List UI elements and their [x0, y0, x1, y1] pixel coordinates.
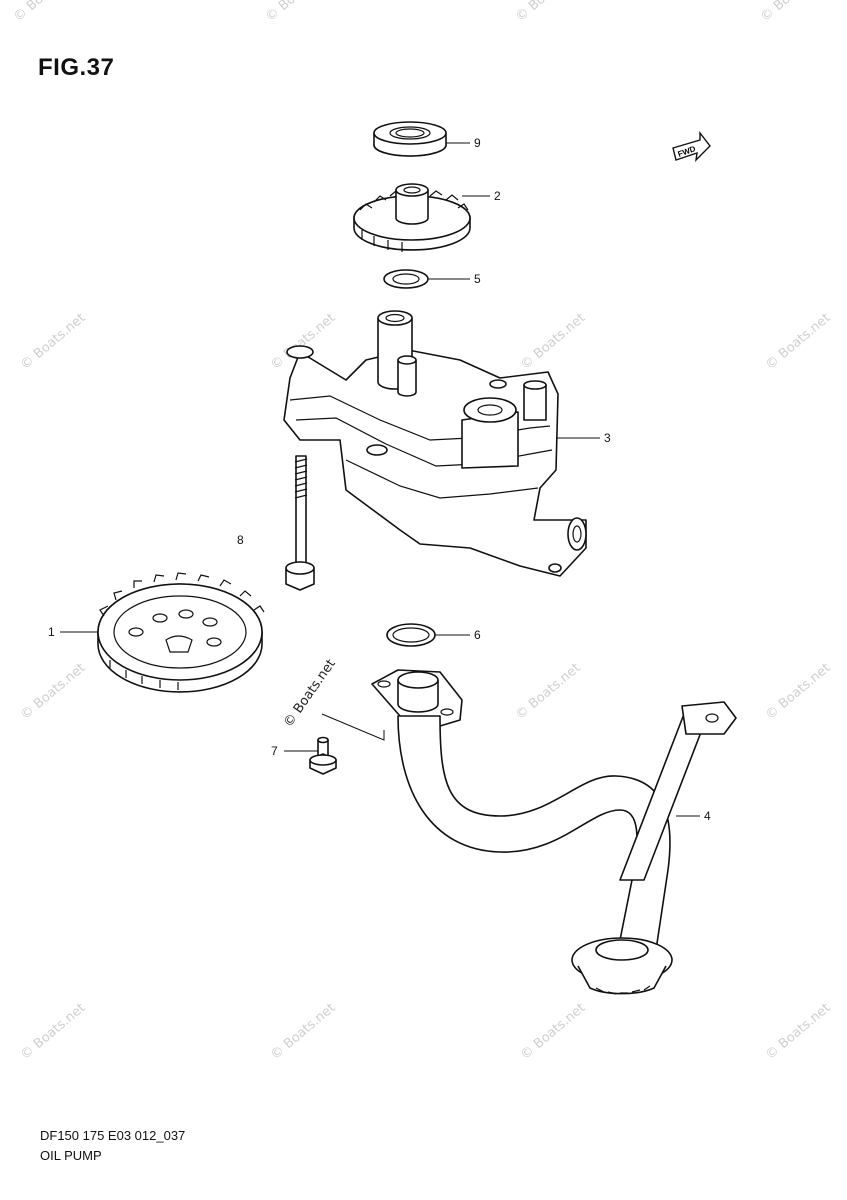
fwd-arrow-marker: FWD [672, 130, 711, 162]
callout-8: 8 [237, 533, 244, 547]
watermark-dark: © Boats.net [281, 657, 339, 731]
figure-title: FIG.37 [38, 54, 115, 81]
watermark: © Boats.net [268, 1001, 338, 1063]
part-9-bearing [373, 121, 447, 157]
part-8-bolt [285, 455, 315, 591]
part-2-drive-gear [353, 183, 471, 252]
watermark: © Boats.net [18, 661, 88, 723]
part-4-oil-strainer [371, 669, 737, 995]
watermark: © Boats.net [263, 0, 333, 25]
watermark: © Boats.net [513, 0, 583, 25]
watermark: © Boats.net [18, 1001, 88, 1063]
callout-9: 9 [474, 136, 481, 150]
callout-1: 1 [48, 625, 55, 639]
part-1-driven-gear [97, 572, 265, 693]
part-7-bolt [309, 736, 337, 775]
watermark: © Boats.net [758, 0, 828, 25]
part-5-o-ring [383, 269, 429, 289]
part-6-o-ring [386, 623, 436, 647]
watermark: © Boats.net [518, 311, 588, 373]
watermark: © Boats.net [518, 1001, 588, 1063]
leader-lines [60, 142, 700, 817]
watermark: © Boats.net [763, 311, 833, 373]
callout-3: 3 [604, 431, 611, 445]
diagram-code: DF150 175 E03 012_037 [40, 1128, 186, 1143]
watermark: © Boats.net [513, 661, 583, 723]
part-3-pump-body [283, 310, 587, 577]
watermark: © Boats.net [763, 661, 833, 723]
diagram-name: OIL PUMP [40, 1148, 102, 1163]
watermark: © Boats.net [18, 311, 88, 373]
callout-5: 5 [474, 272, 481, 286]
watermark: © Boats.net [763, 1001, 833, 1063]
callout-6: 6 [474, 628, 481, 642]
callout-7: 7 [271, 744, 278, 758]
callout-4: 4 [704, 809, 711, 823]
callout-2: 2 [494, 189, 501, 203]
watermark: © Boats.net [11, 0, 81, 25]
